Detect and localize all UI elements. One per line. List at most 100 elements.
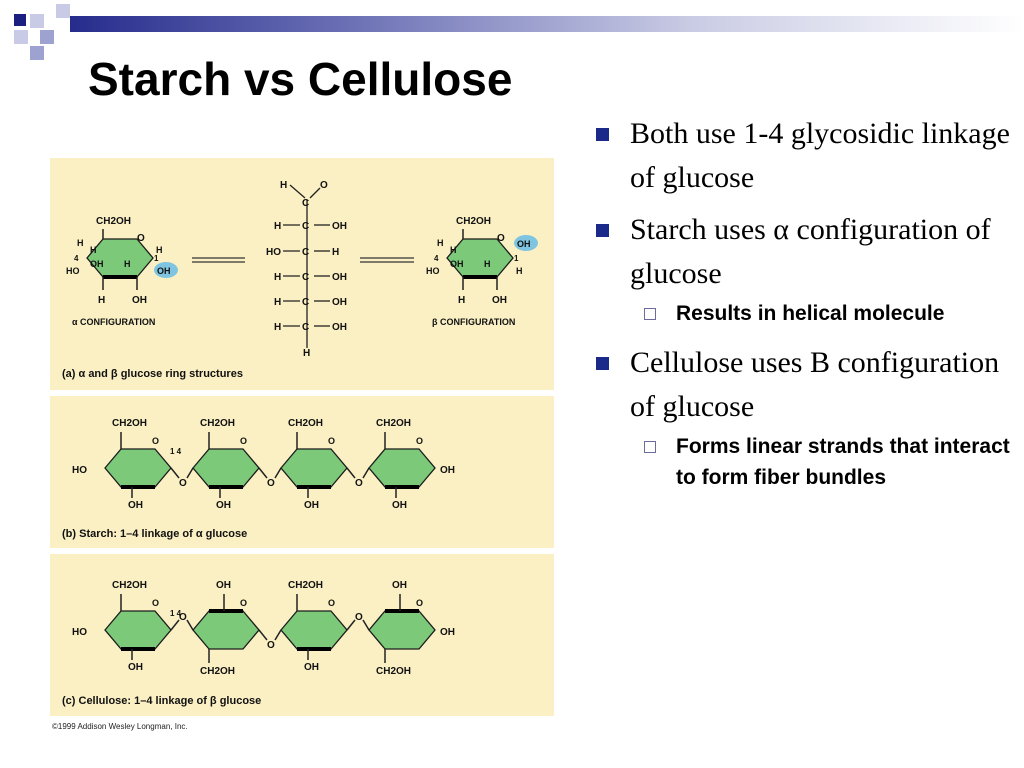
- svg-text:H: H: [274, 272, 281, 283]
- glycosidic-bond: [346, 619, 356, 631]
- glycosidic-bond: [186, 619, 194, 631]
- structure-label: H: [484, 259, 491, 269]
- structure-label: OH: [440, 465, 455, 476]
- structure-label: 1: [514, 254, 519, 263]
- structure-label: CH2OH: [456, 216, 491, 227]
- bullet-list: Both use 1-4 glycosidic linkage of gluco…: [594, 112, 1014, 505]
- structure-label: OH: [440, 627, 455, 638]
- glycosidic-bond: [170, 467, 180, 479]
- glycosidic-oxygen: O: [179, 478, 187, 489]
- svg-text:C: C: [302, 322, 309, 333]
- glucose-ring: [104, 448, 172, 488]
- structure-label: CH2OH: [200, 418, 235, 429]
- svg-text:C: C: [302, 272, 309, 283]
- panel-b-caption: (b) Starch: 1–4 linkage of α glucose: [62, 528, 247, 540]
- hollow-square-bullet-icon: [644, 308, 656, 320]
- glycosidic-oxygen: O: [355, 478, 363, 489]
- sub-bullet-text: Forms linear strands that interact to fo…: [676, 435, 1010, 489]
- structure-label: OH: [392, 580, 407, 591]
- glucose-ring: [368, 610, 436, 650]
- structure-label: H: [98, 295, 105, 306]
- svg-text:H: H: [274, 322, 281, 333]
- svg-text:C: C: [302, 221, 309, 232]
- linkage-numbers: 1 4: [170, 447, 182, 456]
- linkage-numbers: 1 4: [170, 609, 182, 618]
- structure-label: H: [156, 245, 163, 255]
- structure-label: OH: [132, 295, 147, 306]
- sub-bullet-item: Results in helical molecule: [594, 298, 1014, 329]
- glycosidic-bond: [170, 619, 180, 631]
- glycosidic-oxygen: O: [267, 640, 275, 651]
- glucose-ring: [280, 448, 348, 488]
- glycosidic-bond: [186, 467, 194, 479]
- svg-text:O: O: [320, 180, 328, 191]
- equilibrium-arrow-left: [192, 257, 245, 263]
- svg-text:OH: OH: [332, 221, 347, 232]
- square-bullet-icon: [596, 128, 609, 141]
- equilibrium-arrow-right: [360, 257, 414, 263]
- structure-label: 4: [74, 254, 79, 263]
- svg-text:OH: OH: [332, 322, 347, 333]
- svg-text:C: C: [302, 198, 309, 209]
- structure-label: OH: [450, 259, 464, 269]
- structure-label: O: [240, 436, 247, 446]
- structure-label: O: [152, 436, 159, 446]
- glycosidic-bond: [346, 467, 356, 479]
- structure-label: HO: [72, 627, 87, 638]
- structure-label: CH2OH: [96, 216, 131, 227]
- corner-square-mid: [40, 30, 54, 44]
- svg-text:OH: OH: [332, 297, 347, 308]
- structure-label: CH2OH: [288, 418, 323, 429]
- sub-bullet-text: Results in helical molecule: [676, 302, 945, 325]
- structure-label: OH: [157, 266, 171, 276]
- glucose-ring: [192, 448, 260, 488]
- bullet-item: Starch uses α configuration of glucose: [594, 208, 1014, 296]
- bullet-text: Cellulose uses B configuration of glucos…: [630, 346, 1000, 423]
- structure-label: H: [516, 266, 523, 276]
- structure-label: H: [450, 245, 457, 255]
- structure-label: OH: [216, 500, 231, 511]
- structure-label: O: [497, 233, 505, 244]
- structure-label: OH: [517, 239, 531, 249]
- glycosidic-bond: [258, 467, 268, 479]
- alpha-config-label: α CONFIGURATION: [72, 317, 155, 327]
- glycosidic-bond: [362, 619, 370, 631]
- structure-label: CH2OH: [376, 418, 411, 429]
- structure-label: H: [437, 238, 444, 248]
- structure-label: CH2OH: [288, 580, 323, 591]
- structure-label: OH: [128, 662, 143, 673]
- structure-label: 1: [154, 254, 159, 263]
- structure-label: O: [328, 436, 335, 446]
- structure-label: OH: [304, 662, 319, 673]
- glucose-ring: [104, 610, 172, 650]
- structure-label: H: [124, 259, 131, 269]
- structure-label: OH: [90, 259, 104, 269]
- structure-label: HO: [66, 266, 80, 276]
- bullet-item: Cellulose uses B configuration of glucos…: [594, 341, 1014, 429]
- copyright-note: ©1999 Addison Wesley Longman, Inc.: [52, 722, 188, 731]
- structure-label: 4: [434, 254, 439, 263]
- svg-text:HO: HO: [266, 247, 281, 258]
- structure-label: O: [152, 598, 159, 608]
- square-bullet-icon: [596, 357, 609, 370]
- structure-label: CH2OH: [112, 418, 147, 429]
- glycosidic-oxygen: O: [179, 612, 187, 623]
- glycosidic-bond: [258, 629, 268, 641]
- beta-oh-highlight: [514, 235, 538, 251]
- panel-c-caption: (c) Cellulose: 1–4 linkage of β glucose: [62, 695, 261, 707]
- structure-label: OH: [128, 500, 143, 511]
- open-chain-glucose: [283, 184, 330, 348]
- svg-text:H: H: [280, 180, 287, 191]
- beta-config-label: β CONFIGURATION: [432, 317, 515, 327]
- open-chain-labels: H O C H C OH HO C H H C OH H C OH H C OH…: [266, 180, 347, 359]
- structure-label: OH: [492, 295, 507, 306]
- panel-a-caption: (a) α and β glucose ring structures: [62, 368, 243, 380]
- glucose-ring: [280, 610, 348, 650]
- glycosidic-bond: [274, 629, 282, 641]
- structure-label: OH: [392, 500, 407, 511]
- svg-text:H: H: [332, 247, 339, 258]
- sub-bullet-item: Forms linear strands that interact to fo…: [594, 431, 1014, 493]
- bullet-text: Both use 1-4 glycosidic linkage of gluco…: [630, 117, 1010, 194]
- structure-label: O: [328, 598, 335, 608]
